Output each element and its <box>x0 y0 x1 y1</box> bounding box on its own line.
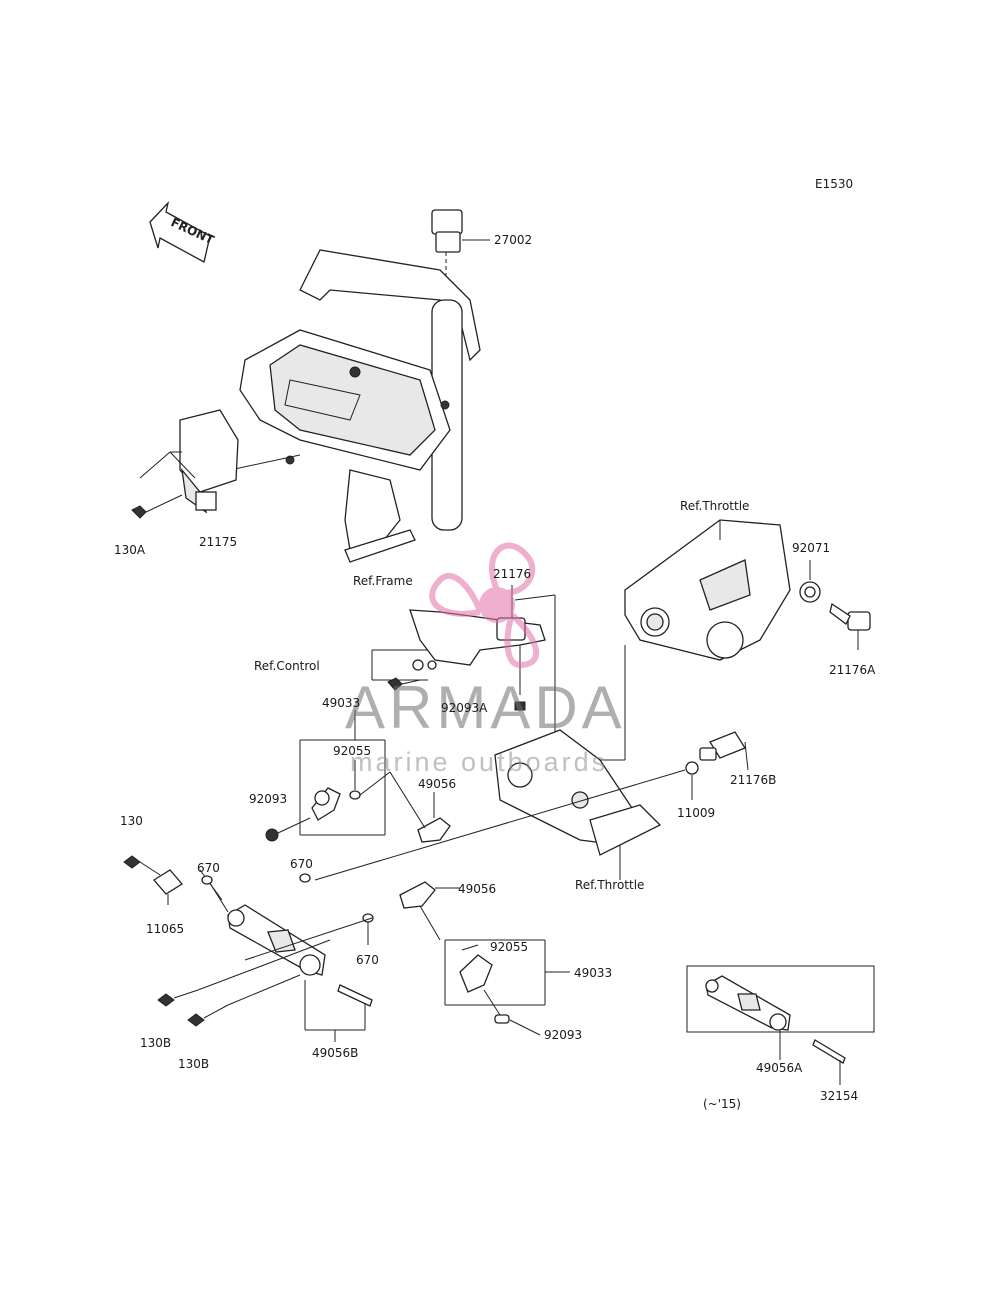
part-label-130B-a: 130B <box>140 1036 172 1050</box>
part-label-670-c: 670 <box>356 953 379 967</box>
part-label-49056-mid: 49056 <box>458 882 497 896</box>
part-label-92093A: 92093A <box>441 701 488 715</box>
part-label-130B-b: 130B <box>178 1057 210 1071</box>
injector-49056-mid <box>399 881 460 941</box>
injector-49033-top <box>265 710 391 842</box>
inset-box <box>686 965 875 1085</box>
washer-11009 <box>314 761 699 881</box>
part-label-11065: 11065 <box>146 922 185 936</box>
part-label-49056B: 49056B <box>312 1046 359 1060</box>
sensor-21176B <box>699 731 749 771</box>
o-ring-670-b <box>299 873 311 883</box>
pipe-49056B <box>304 980 373 1042</box>
part-label-92055-top: 92055 <box>333 744 372 758</box>
part-label-670-b: 670 <box>290 857 313 871</box>
collar-11065 <box>153 869 183 905</box>
part-label-92071: 92071 <box>792 541 831 555</box>
watermark-brand: ARMADA <box>345 674 626 741</box>
propeller-watermark-icon <box>429 542 540 669</box>
ref-label-throttle-bottom: Ref.Throttle <box>575 878 645 892</box>
frame-assembly <box>229 249 481 563</box>
part-label-670-a: 670 <box>197 861 220 875</box>
part-label-92093-bottom: 92093 <box>544 1028 583 1042</box>
part-label-32154: 32154 <box>820 1089 859 1103</box>
ref-label-frame: Ref.Frame <box>353 574 413 588</box>
injector-49056-top <box>389 771 451 843</box>
front-arrow-icon: FRONT <box>149 200 217 263</box>
bolt-130A <box>131 494 183 519</box>
bolt-130B-a <box>157 939 331 1007</box>
diagram-code: E1530 <box>815 177 854 191</box>
part-label-49033-top: 49033 <box>322 696 361 710</box>
part-label-49033-bottom: 49033 <box>574 966 613 980</box>
part-label-21176A: 21176A <box>829 663 876 677</box>
watermark-tagline: marine outboards <box>350 747 609 777</box>
part-label-27002: 27002 <box>494 233 533 247</box>
part-label-21176B: 21176B <box>730 773 777 787</box>
throttle-body <box>600 519 791 761</box>
part-label-21175: 21175 <box>199 535 238 549</box>
part-label-130: 130 <box>120 814 143 828</box>
inset-note: (~'15) <box>703 1097 741 1111</box>
o-ring-670-a <box>201 875 213 885</box>
relay-27002 <box>431 209 490 300</box>
part-label-49056-top: 49056 <box>418 777 457 791</box>
seal-92071 <box>799 560 821 603</box>
bolt-130 <box>123 855 161 876</box>
fuel-rail <box>199 869 326 976</box>
ref-label-throttle-top: Ref.Throttle <box>680 499 750 513</box>
sensor-21176A <box>829 602 871 650</box>
throttle-body-lower <box>494 729 662 880</box>
injector-49033-bottom <box>444 939 570 1036</box>
part-label-21176: 21176 <box>493 567 532 581</box>
part-label-11009: 11009 <box>677 806 716 820</box>
part-label-92055-bottom: 92055 <box>490 940 529 954</box>
ecu-21175 <box>139 409 239 514</box>
ref-control-lines <box>371 649 437 691</box>
part-label-49056A: 49056A <box>756 1061 803 1075</box>
o-ring-670-c <box>244 913 374 961</box>
part-label-130A: 130A <box>114 543 146 557</box>
bolt-130B-b <box>187 974 301 1027</box>
ref-label-control: Ref.Control <box>254 659 320 673</box>
part-label-92093-left: 92093 <box>249 792 288 806</box>
